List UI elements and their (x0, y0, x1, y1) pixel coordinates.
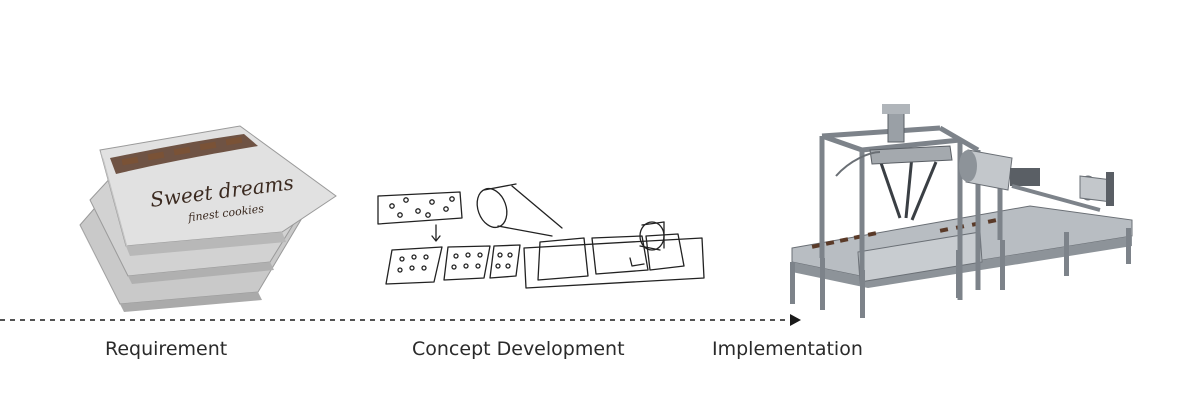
cookie-trays (385, 244, 521, 285)
cookie-package-stack: Sweet dreams finest cookies (79, 125, 337, 312)
production-machine (790, 104, 1133, 318)
dough-roller-unit (959, 149, 1114, 212)
stage-label-implementation: Implementation (712, 338, 863, 360)
package-top: Sweet dreams finest cookies (99, 125, 337, 256)
delta-robot (835, 104, 953, 221)
dough-sheet (377, 191, 463, 225)
stage-label-concept-development: Concept Development (412, 338, 625, 360)
process-arrow (0, 314, 801, 326)
concept-sketch (377, 183, 705, 289)
arrowhead-icon (790, 314, 801, 326)
stage-label-requirement: Requirement (105, 338, 228, 360)
sketch-roller-small (639, 221, 665, 251)
sketch-roller-large (476, 183, 563, 237)
dough-holes (389, 196, 455, 218)
sketch-conveyor-base (523, 237, 705, 289)
